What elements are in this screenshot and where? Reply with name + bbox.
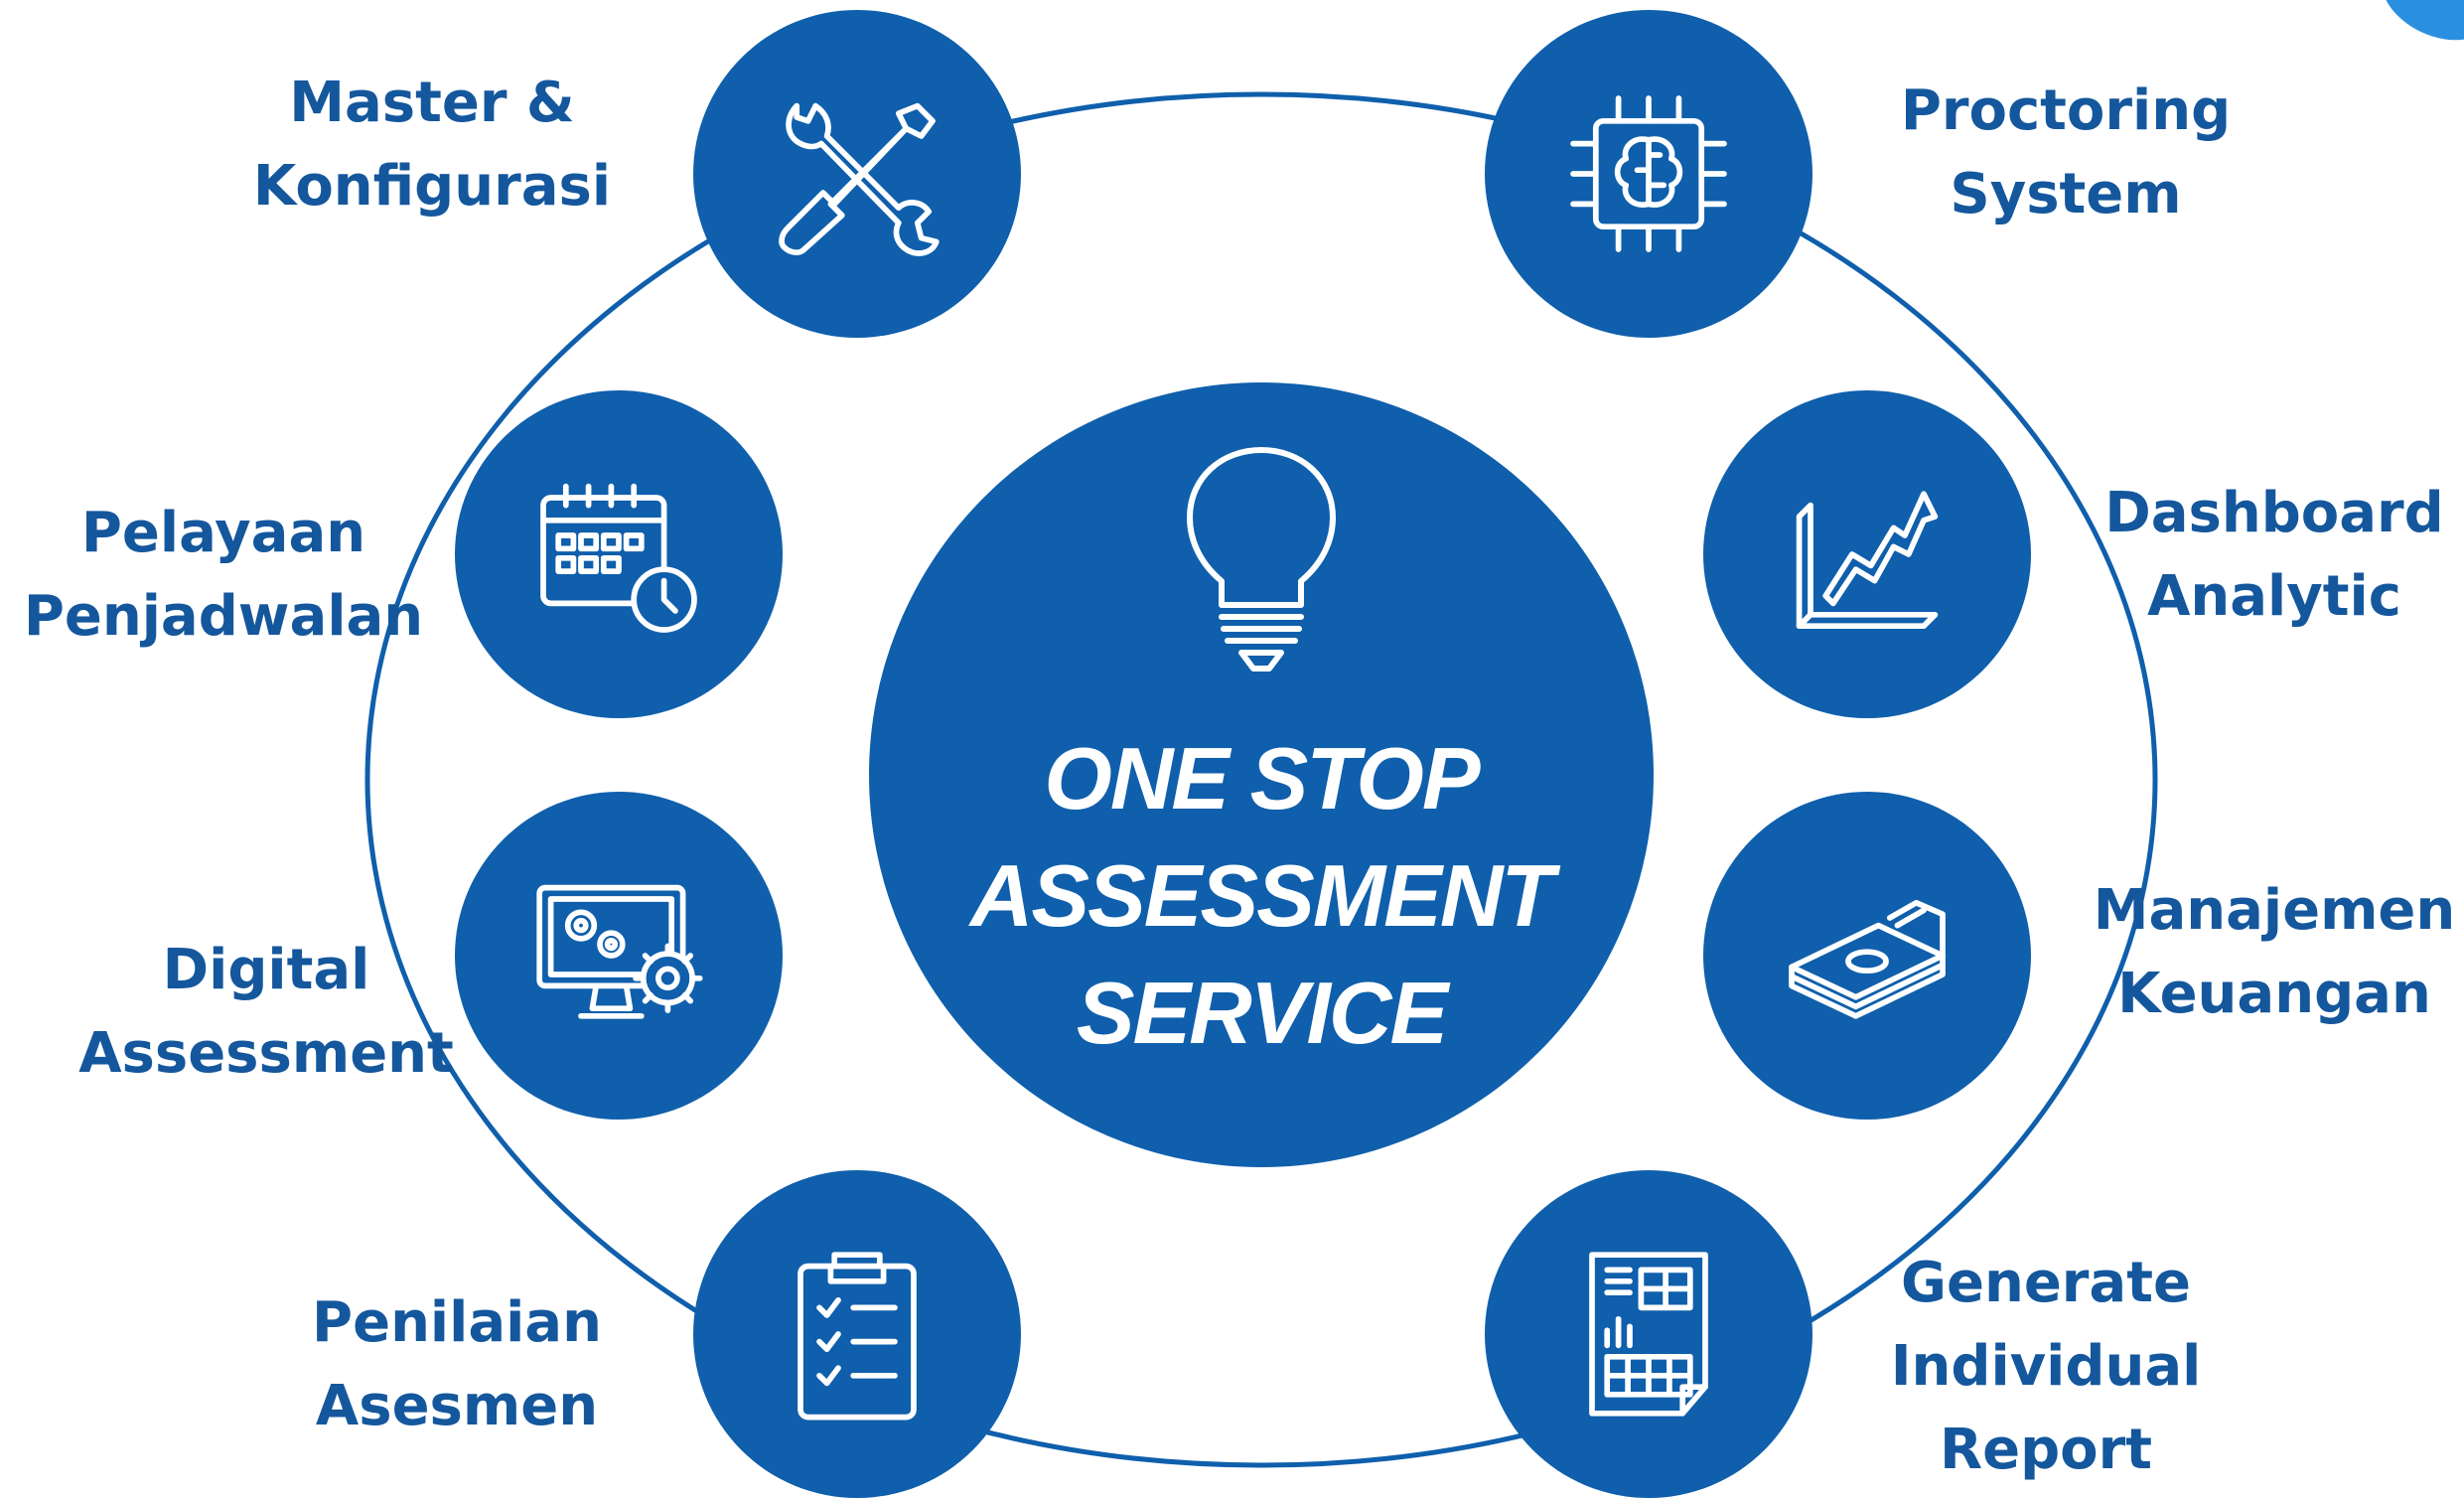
node-manajemen-keuangan xyxy=(1703,792,2031,1120)
label-line: Assessment xyxy=(78,1021,454,1086)
label-line: Proctoring xyxy=(1900,78,2232,143)
node-generate-individual-report xyxy=(1485,1170,1812,1498)
label-line: Keuangan xyxy=(2117,962,2431,1026)
label-line: System xyxy=(1950,162,2182,226)
label-line: Digital xyxy=(162,938,370,1002)
label-generate-individual-report: Generate Individual Report xyxy=(1891,1242,2202,1492)
label-line: Asesmen xyxy=(315,1374,599,1438)
label-pelayaan-penjadwalan: Pelayaan Penjadwalan xyxy=(24,492,423,659)
label-penilaian-asesmen: Penilaian Asesmen xyxy=(312,1281,602,1448)
label-line: Analytic xyxy=(2147,564,2401,629)
node-dashboard-analytic xyxy=(1703,390,2031,718)
calendar-clock-icon xyxy=(540,483,697,633)
label-line: Report xyxy=(1939,1418,2153,1482)
label-line: Penjadwalan xyxy=(23,584,424,649)
label-line: Dashboard xyxy=(2104,481,2444,545)
label-digital-assessment: Digital Assessment xyxy=(78,929,454,1096)
node-digital-assessment xyxy=(455,792,783,1120)
center-circle: ONE STOP ASSESSMENT SERVICE xyxy=(869,382,1654,1167)
brain-chip-icon xyxy=(1570,95,1727,252)
label-line: Pelayaan xyxy=(80,501,366,565)
label-manajemen-keuangan: Manajemen Keuangan xyxy=(2094,869,2456,1036)
money-stack-icon xyxy=(1789,899,1946,1019)
label-line: Manajemen xyxy=(2093,878,2456,943)
label-line: Penilaian xyxy=(312,1290,602,1355)
label-proctoring-system: Proctoring System xyxy=(1901,70,2231,236)
lightbulb-icon xyxy=(1187,447,1336,672)
center-title-line-1: ONE STOP xyxy=(1044,729,1480,827)
label-dashboard-analytic: Dashboard Analytic xyxy=(2104,472,2444,639)
center-title-line-2: ASSESSMENT xyxy=(969,846,1554,945)
tools-icon xyxy=(779,102,940,256)
node-master-konfigurasi xyxy=(693,10,1021,338)
growth-chart-icon xyxy=(1796,491,1939,630)
label-master-konfigurasi: Master & Konfigurasi xyxy=(253,62,611,228)
node-proctoring-system xyxy=(1485,10,1812,338)
report-document-icon xyxy=(1589,1252,1708,1417)
center-title: ONE STOP ASSESSMENT SERVICE xyxy=(869,720,1654,1072)
node-pelayaan-penjadwalan xyxy=(455,390,783,718)
label-line: Generate xyxy=(1901,1251,2191,1315)
node-penilaian-asesmen xyxy=(693,1170,1021,1498)
clipboard-checklist-icon xyxy=(797,1252,917,1421)
center-title-line-3: SERVICE xyxy=(1076,964,1448,1062)
label-line: Master & xyxy=(289,71,575,135)
monitor-gears-icon xyxy=(536,884,703,1019)
label-line: Konfigurasi xyxy=(252,154,612,219)
label-line: Individual xyxy=(1890,1334,2202,1399)
